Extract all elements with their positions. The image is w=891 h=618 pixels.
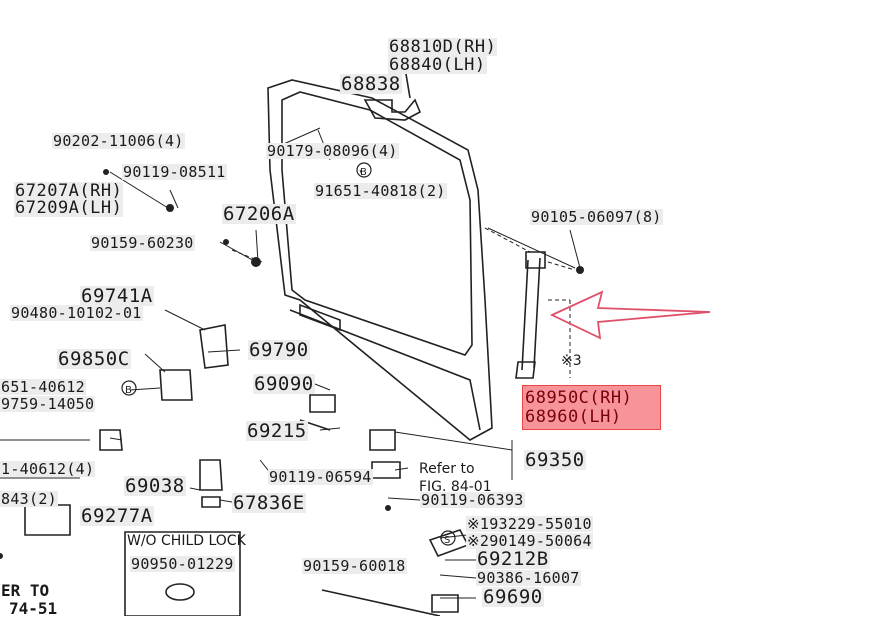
label-90105: 90105-06097(8): [530, 208, 663, 226]
label-refer-to: Refer to: [419, 461, 475, 477]
label-1-40612: 1-40612(4): [0, 460, 96, 478]
label-69741A: 69741A: [80, 285, 154, 307]
label-90159-60230: 90159-60230: [90, 234, 195, 252]
latch-assembly: [199, 324, 229, 369]
highlight-box: [522, 385, 661, 430]
label-68950C: 68950C(RH): [525, 388, 633, 408]
label-74-51: 74-51: [9, 599, 58, 618]
label-69790: 69790: [248, 339, 310, 361]
label-651-40612: 651-40612: [0, 378, 86, 396]
label-mark3: ※3: [561, 353, 582, 369]
svg-text:B: B: [360, 167, 367, 178]
label-68810D: 68810D(RH): [388, 37, 498, 57]
door-inner-panel: [289, 309, 481, 431]
label-67836E: 67836E: [232, 492, 306, 514]
label-67207A: 67207A(RH): [14, 181, 124, 201]
leader-lines: [109, 127, 581, 599]
label-68838: 68838: [340, 73, 402, 95]
svg-text:B: B: [125, 385, 132, 396]
label-69350: 69350: [524, 449, 586, 471]
label-69212B: 69212B: [476, 548, 550, 570]
label-90179: 90179-08096(4): [266, 142, 399, 160]
label-90202: 90202-11006(4): [52, 132, 185, 150]
label-90119-06594: 90119-06594: [268, 468, 373, 486]
label-fig-ref: FIG. 84-01: [419, 479, 492, 495]
label-69038: 69038: [124, 475, 186, 497]
label-69690: 69690: [482, 586, 544, 608]
label-er-to: ER TO: [1, 581, 50, 600]
label-69090: 69090: [253, 373, 315, 395]
label-90159-60018: 90159-60018: [302, 557, 407, 575]
label-90119-08511: 90119-08511: [122, 163, 227, 181]
label-69277A: 69277A: [80, 505, 154, 527]
svg-text:S: S: [444, 535, 450, 546]
label-68960: 68960(LH): [525, 407, 622, 427]
label-90950: 90950-01229: [130, 555, 235, 573]
door-frame-outline: [267, 79, 493, 441]
label-68840: 68840(LH): [388, 55, 487, 75]
pointer-arrow-icon: [549, 290, 711, 340]
label-90480: 90480-10102-01: [10, 304, 143, 322]
label-69215: 69215: [246, 420, 308, 442]
label-193229: ※193229-55010: [466, 515, 593, 533]
label-9759-14050: 9759-14050: [0, 395, 96, 413]
label-843: 843(2): [0, 490, 58, 508]
circle-b-icon: [356, 162, 372, 178]
gas-strut: [521, 257, 541, 371]
label-90149: ※290149-50064: [466, 532, 593, 550]
label-90386: 90386-16007: [476, 569, 581, 587]
circle-s-icon: [440, 530, 456, 546]
label-67206A: 67206A: [222, 203, 296, 225]
label-wo-child-lock: W/O CHILD LOCK: [127, 533, 246, 549]
hinge-shape: [363, 98, 422, 121]
label-91651-40818: 91651-40818(2): [314, 182, 447, 200]
label-90119-06393: 90119-06393: [420, 491, 525, 509]
door-window-opening: [281, 91, 473, 356]
label-67209A: 67209A(LH): [14, 198, 124, 218]
label-69850C: 69850C: [57, 348, 131, 370]
